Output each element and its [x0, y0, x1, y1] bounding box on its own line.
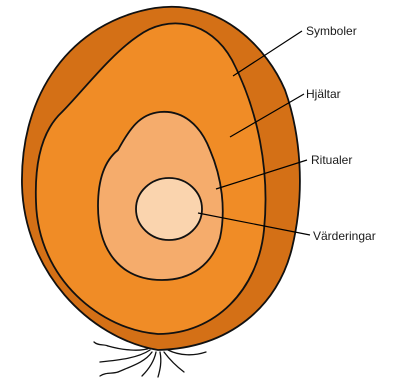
label-ritualer: Ritualer	[311, 153, 352, 167]
label-symboler: Symboler	[306, 24, 357, 38]
layer-varderingar	[136, 178, 202, 240]
label-hjaltar: Hjältar	[306, 87, 341, 101]
label-varderingar: Värderingar	[313, 229, 376, 243]
